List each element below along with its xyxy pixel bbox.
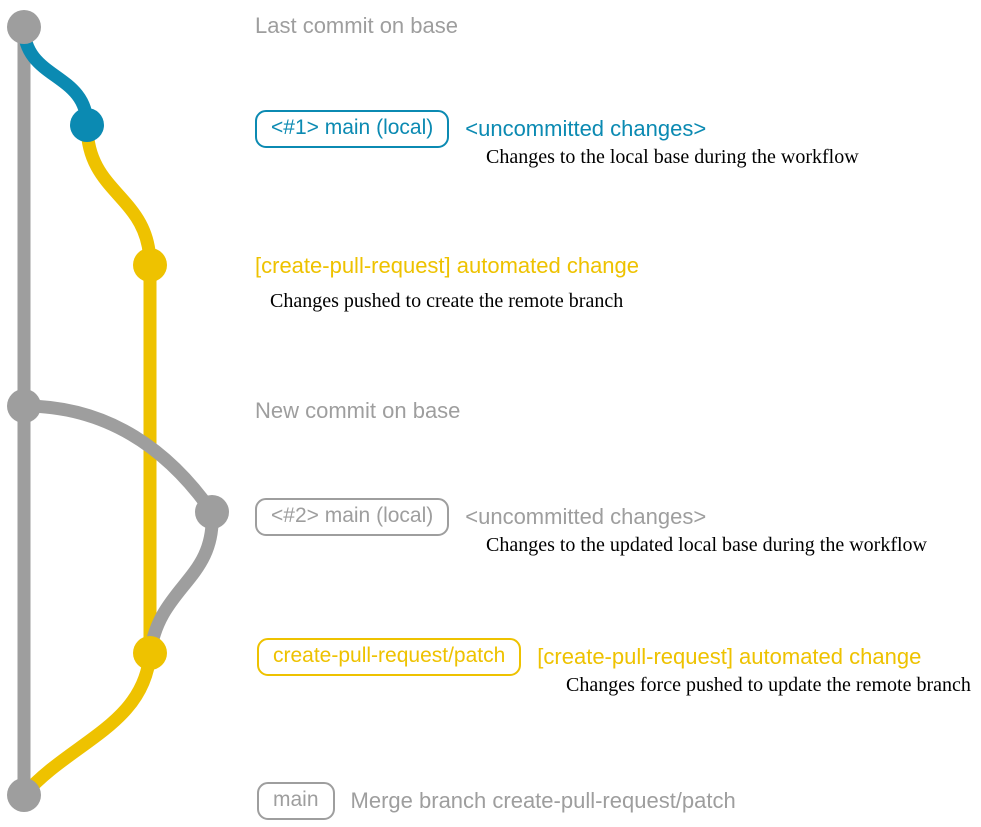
subtext-local-change-1: Changes to the local base during the wor… xyxy=(486,146,859,168)
headline-local-change-1: <uncommitted changes> xyxy=(465,116,707,142)
edge-local-2-to-remote-2 xyxy=(143,505,219,660)
edge-local-1-to-remote-1 xyxy=(80,118,157,272)
commit-node-base-new-commit[interactable] xyxy=(7,389,41,423)
commit-node-base-last-commit[interactable] xyxy=(7,10,41,44)
annotation-local-change-2: <#2> main (local) <uncommitted changes> xyxy=(255,498,707,537)
subtext-remote-change-2: Changes force pushed to update the remot… xyxy=(566,674,971,696)
commit-node-base-merge[interactable] xyxy=(7,778,41,812)
annotation-remote-change-1: [create-pull-request] automated change xyxy=(255,253,639,278)
edge-base-to-local-2 xyxy=(17,399,219,519)
annotation-last-commit-on-base: Last commit on base xyxy=(255,13,458,38)
branch-pill-remote-patch[interactable]: create-pull-request/patch xyxy=(257,638,522,677)
annotation-new-commit-on-base: New commit on base xyxy=(255,398,460,423)
subtext-local-change-2: Changes to the updated local base during… xyxy=(486,534,927,556)
annotation-local-change-1: <#1> main (local) <uncommitted changes> xyxy=(255,110,707,149)
commit-node-local-commit-1[interactable] xyxy=(70,108,104,142)
branch-pill-local-2[interactable]: <#2> main (local) xyxy=(255,498,450,537)
branch-pill-main[interactable]: main xyxy=(257,782,335,821)
headline-merge-commit: Merge branch create-pull-request/patch xyxy=(350,788,736,814)
headline-new-commit-on-base: New commit on base xyxy=(255,398,461,423)
subtext-remote-change-1: Changes pushed to create the remote bran… xyxy=(270,290,624,312)
commit-node-local-commit-2[interactable] xyxy=(195,495,229,529)
headline-remote-change-2: [create-pull-request] automated change xyxy=(537,644,922,670)
headline-last-commit-on-base: Last commit on base xyxy=(255,13,458,38)
branch-pill-local-1[interactable]: <#1> main (local) xyxy=(255,110,450,149)
edge-remote-2-to-merge xyxy=(17,646,157,802)
headline-local-change-2: <uncommitted changes> xyxy=(465,504,707,530)
commit-node-remote-commit-1[interactable] xyxy=(133,248,167,282)
headline-remote-change-1: [create-pull-request] automated change xyxy=(255,253,640,278)
commit-node-remote-commit-2[interactable] xyxy=(133,636,167,670)
annotation-remote-change-2: create-pull-request/patch [create-pull-r… xyxy=(257,638,922,677)
annotation-merge-commit: main Merge branch create-pull-request/pa… xyxy=(257,782,736,821)
